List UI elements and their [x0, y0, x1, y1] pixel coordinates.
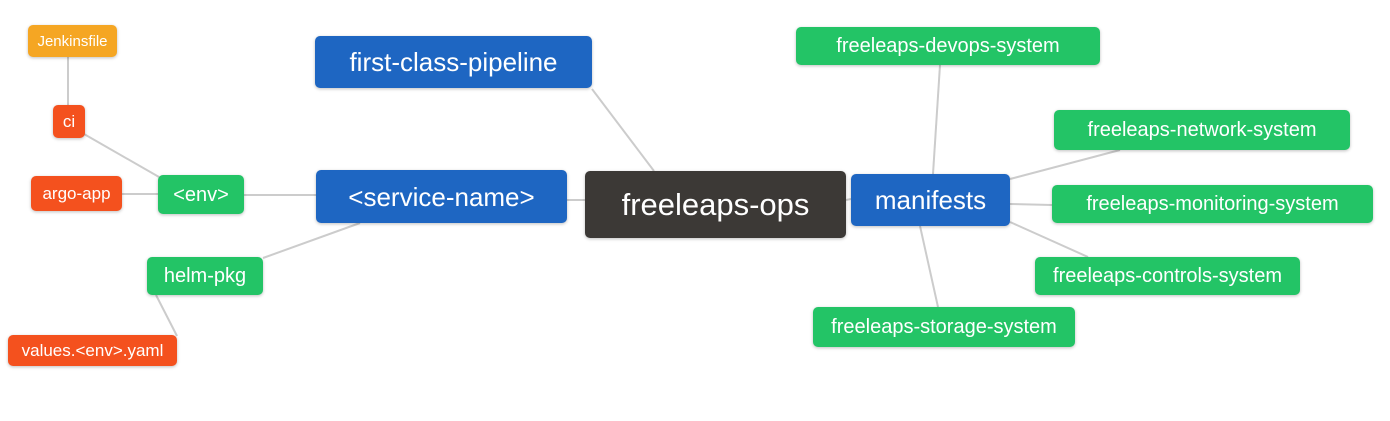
edge-manifests-devops — [932, 64, 941, 175]
edge-first-class-pipeline-freeleaps-ops — [591, 88, 655, 172]
node-freeleaps-network-system[interactable]: freeleaps-network-system — [1054, 110, 1350, 150]
node-freeleaps-devops-system[interactable]: freeleaps-devops-system — [796, 27, 1100, 65]
edge-helm-pkg-values — [155, 294, 178, 337]
node-freeleaps-ops[interactable]: freeleaps-ops — [585, 171, 846, 238]
node-values-env-yaml[interactable]: values.<env>.yaml — [8, 335, 177, 366]
edge-manifests-controls — [1009, 221, 1089, 258]
edge-manifests-network — [1009, 149, 1121, 180]
node-manifests[interactable]: manifests — [851, 174, 1010, 226]
node-ci[interactable]: ci — [53, 105, 85, 138]
node-helm-pkg[interactable]: helm-pkg — [147, 257, 263, 295]
edge-service-name-helm-pkg — [262, 222, 361, 259]
node-env[interactable]: <env> — [158, 175, 244, 214]
edge-manifests-monitoring — [1009, 203, 1053, 206]
edge-freeleaps-ops-manifests — [845, 198, 852, 201]
edge-ci-env — [83, 133, 160, 178]
edge-manifests-storage — [919, 225, 939, 308]
node-freeleaps-controls-system[interactable]: freeleaps-controls-system — [1035, 257, 1300, 295]
node-first-class-pipeline[interactable]: first-class-pipeline — [315, 36, 592, 88]
node-freeleaps-storage-system[interactable]: freeleaps-storage-system — [813, 307, 1075, 347]
node-service-name[interactable]: <service-name> — [316, 170, 567, 223]
node-argo-app[interactable]: argo-app — [31, 176, 122, 211]
node-freeleaps-monitoring-system[interactable]: freeleaps-monitoring-system — [1052, 185, 1373, 223]
node-jenkinsfile[interactable]: Jenkinsfile — [28, 25, 117, 57]
